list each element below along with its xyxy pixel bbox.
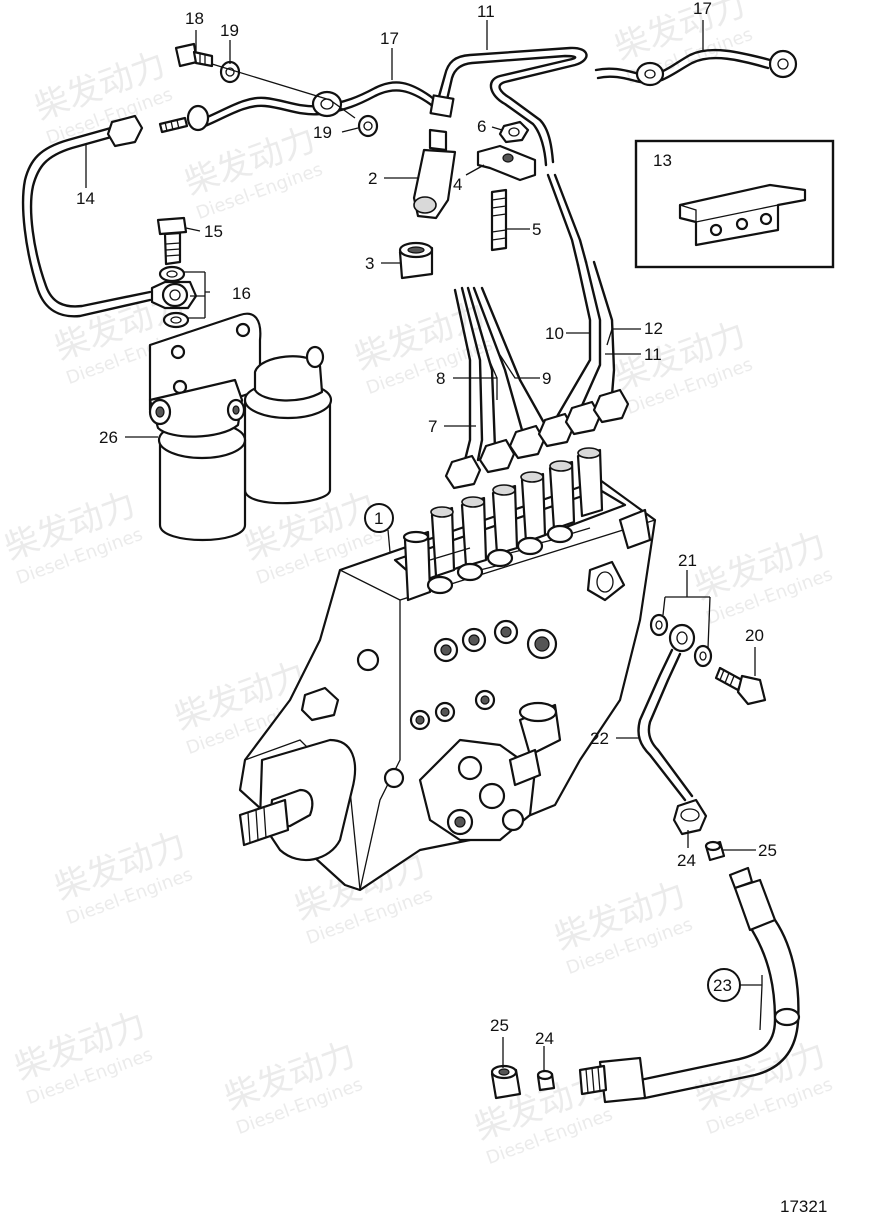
fuel-pipe-22 [637,648,694,802]
callout-1: 1 [374,509,383,528]
leader-lines [85,20,763,1072]
washer-16-bottom [162,311,190,329]
callout-19-top: 19 [220,21,239,40]
callout-labels: 18 19 17 11 17 19 6 14 2 4 13 15 5 3 16 … [76,0,777,1048]
callout-17-right: 17 [693,0,712,18]
fuel-pipe-14 [21,114,152,318]
banjo-fitting-16 [150,280,198,310]
callout-2: 2 [368,169,377,188]
washers-21 [649,613,713,668]
sleeve-25-upper [704,840,726,862]
callout-4: 4 [453,175,462,194]
injector-2 [412,128,457,220]
callout-10: 10 [545,324,564,343]
nut-24-upper [672,798,708,836]
banjo-fitting-21 [668,623,696,653]
callout-24-lower: 24 [535,1029,554,1048]
callout-21: 21 [678,551,697,570]
pipe-11-top [429,46,588,167]
callout-18: 18 [185,9,204,28]
drawing-number: 17321 [780,1197,827,1216]
callout-24-upper: 24 [677,851,696,870]
callout-19-mid: 19 [313,123,332,142]
callout-11-top: 11 [477,2,495,21]
callout-5: 5 [532,220,541,239]
callout-17-left: 17 [380,29,399,48]
callout-26: 26 [99,428,118,447]
callout-3: 3 [365,254,374,273]
banjo-bolt-15 [156,216,188,266]
callout-11-mid: 11 [644,345,662,364]
callout-9: 9 [542,369,551,388]
sleeve-3 [398,241,434,280]
callout-7: 7 [428,417,437,436]
leak-off-pipe-17-right [594,48,798,87]
stud-5 [490,188,508,252]
part-13-inset [634,139,835,269]
fuel-hose-23 [578,866,801,1104]
callout-12: 12 [644,319,663,338]
clamp-4 [476,144,537,182]
callout-22: 22 [590,729,609,748]
fuel-filter-26 [148,312,333,542]
nut-6 [498,120,530,144]
nut-25-lower [490,1064,522,1100]
leak-off-pipe-17-left [158,81,442,134]
part-1-marker [364,503,394,533]
callout-23: 23 [713,976,732,995]
callout-13: 13 [653,151,672,170]
washer-16-top [158,265,186,283]
callout-15: 15 [204,222,223,241]
sleeve-24-lower [536,1069,556,1092]
callout-25-lower: 25 [490,1016,509,1035]
washer-19-mid [357,114,379,138]
callout-20: 20 [745,626,764,645]
assembly-line [211,63,356,119]
callout-8: 8 [436,369,445,388]
callout-6: 6 [477,117,486,136]
banjo-bolt-20 [714,666,767,706]
injection-pipes-7-12 [444,173,630,490]
callout-14: 14 [76,189,95,208]
injection-pump-1 [238,447,657,892]
callout-25-upper: 25 [758,841,777,860]
callout-16: 16 [232,284,251,303]
banjo-bolt-18 [174,42,214,68]
